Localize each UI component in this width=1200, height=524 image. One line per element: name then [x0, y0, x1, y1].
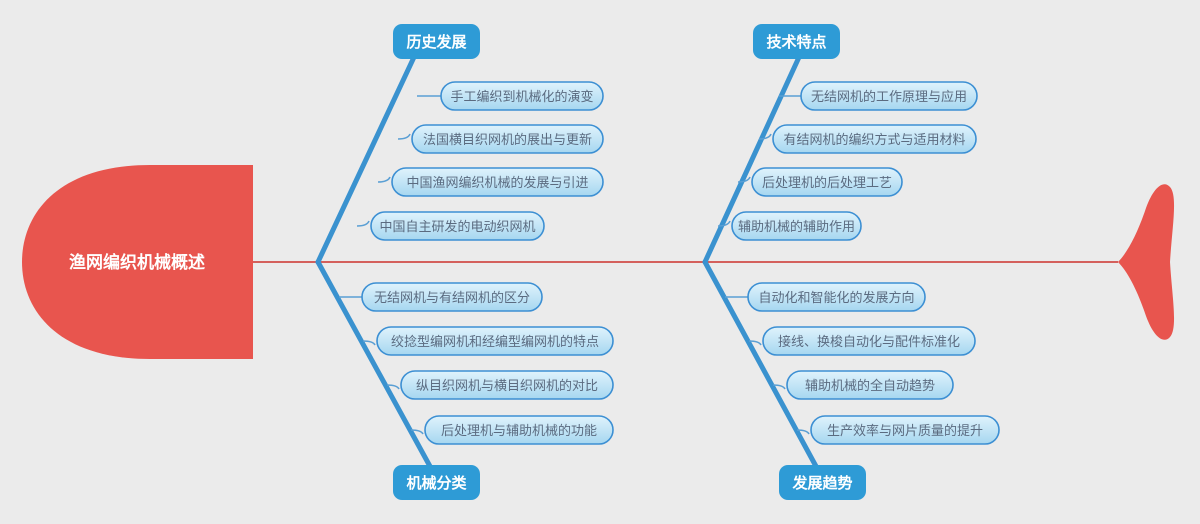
item-box-technology-2[interactable] — [772, 124, 977, 154]
category-label-trends: 发展趋势 — [791, 474, 852, 492]
fish-tail — [1118, 184, 1175, 340]
item-label-classification-3: 纵目织网机与横目织网机的对比 — [416, 378, 598, 393]
item-label-history-3: 中国渔网编织机械的发展与引进 — [406, 175, 588, 190]
item-trends-2[interactable]: 接线、换梭自动化与配件标准化 — [748, 326, 976, 356]
item-classification-3[interactable]: 纵目织网机与横目织网机的对比 — [386, 370, 614, 400]
category-label-classification: 机械分类 — [406, 474, 467, 492]
category-box-classification[interactable] — [393, 465, 480, 500]
rib-trends — [702, 259, 821, 473]
item-label-technology-2: 有结网机的编织方式与适用材料 — [783, 132, 965, 147]
item-history-3[interactable]: 中国渔网编织机械的发展与引进 — [377, 167, 604, 197]
category-history[interactable]: 历史发展 — [393, 24, 480, 59]
item-box-trends-3[interactable] — [786, 370, 954, 400]
item-box-trends-1[interactable] — [747, 282, 926, 312]
category-technology[interactable]: 技术特点 — [753, 24, 840, 59]
item-history-4[interactable]: 中国自主研发的电动织网机 — [356, 211, 545, 241]
branch-history: 历史发展 手工编织到机械化的演变 法国横目织网机的展出与更新 中国渔网编织机械的… — [315, 24, 604, 265]
item-label-history-2: 法国横目织网机的展出与更新 — [423, 132, 592, 147]
category-box-trends[interactable] — [779, 465, 866, 500]
category-trends[interactable]: 发展趋势 — [779, 465, 866, 500]
item-label-classification-4: 后处理机与辅助机械的功能 — [441, 423, 597, 438]
item-label-history-4: 中国自主研发的电动织网机 — [379, 219, 535, 234]
item-box-history-1[interactable] — [440, 81, 604, 111]
rib-history — [315, 52, 418, 265]
branch-trends: 发展趋势 自动化和智能化的发展方向 接线、换梭自动化与配件标准化 辅助机械的全自… — [702, 259, 1000, 500]
item-box-classification-3[interactable] — [400, 370, 614, 400]
fish-head-shape — [22, 165, 253, 359]
branch-technology: 技术特点 无结网机的工作原理与应用 有结网机的编织方式与适用材料 后处理机的后处… — [702, 24, 978, 265]
item-label-trends-2: 接线、换梭自动化与配件标准化 — [778, 334, 960, 349]
category-classification[interactable]: 机械分类 — [393, 465, 480, 500]
item-label-trends-3: 辅助机械的全自动趋势 — [805, 378, 935, 393]
category-box-technology[interactable] — [753, 24, 840, 59]
item-box-history-2[interactable] — [411, 124, 604, 154]
item-label-classification-1: 无结网机与有结网机的区分 — [374, 290, 530, 305]
category-label-technology: 技术特点 — [766, 33, 826, 51]
category-box-history[interactable] — [393, 24, 480, 59]
item-box-history-4[interactable] — [370, 211, 545, 241]
fish-tail-shape — [1118, 184, 1175, 340]
item-technology-4[interactable]: 辅助机械的辅助作用 — [717, 211, 862, 241]
item-classification-1[interactable]: 无结网机与有结网机的区分 — [339, 282, 543, 312]
item-box-trends-2[interactable] — [762, 326, 976, 356]
item-trends-4[interactable]: 生产效率与网片质量的提升 — [796, 415, 1000, 445]
item-history-2[interactable]: 法国横目织网机的展出与更新 — [397, 124, 604, 154]
item-label-trends-4: 生产效率与网片质量的提升 — [827, 423, 983, 438]
category-label-history: 历史发展 — [406, 33, 466, 51]
item-box-technology-4[interactable] — [731, 211, 862, 241]
item-classification-2[interactable]: 绞捻型编网机和经编型编网机的特点 — [362, 326, 614, 356]
item-trends-1[interactable]: 自动化和智能化的发展方向 — [725, 282, 926, 312]
item-label-technology-4: 辅助机械的辅助作用 — [738, 219, 855, 234]
item-technology-3[interactable]: 后处理机的后处理工艺 — [737, 167, 903, 197]
item-label-history-1: 手工编织到机械化的演变 — [450, 89, 593, 104]
item-history-1[interactable]: 手工编织到机械化的演变 — [417, 81, 604, 111]
item-trends-3[interactable]: 辅助机械的全自动趋势 — [772, 370, 954, 400]
item-box-classification-2[interactable] — [376, 326, 614, 356]
item-box-history-3[interactable] — [391, 167, 604, 197]
item-box-classification-1[interactable] — [361, 282, 543, 312]
item-label-technology-1: 无结网机的工作原理与应用 — [811, 89, 967, 104]
item-box-classification-4[interactable] — [424, 415, 614, 445]
rib-classification — [315, 259, 435, 473]
item-label-trends-1: 自动化和智能化的发展方向 — [758, 290, 914, 305]
central-title: 渔网编织机械概述 — [69, 252, 205, 272]
item-classification-4[interactable]: 后处理机与辅助机械的功能 — [410, 415, 614, 445]
item-technology-2[interactable]: 有结网机的编织方式与适用材料 — [758, 124, 977, 154]
rib-technology — [702, 52, 803, 265]
item-label-classification-2: 绞捻型编网机和经编型编网机的特点 — [391, 334, 599, 349]
item-label-technology-3: 后处理机的后处理工艺 — [762, 175, 892, 190]
fish-head: 渔网编织机械概述 — [22, 165, 253, 359]
item-box-technology-3[interactable] — [751, 167, 903, 197]
item-box-trends-4[interactable] — [810, 415, 1000, 445]
branch-classification: 机械分类 无结网机与有结网机的区分 绞捻型编网机和经编型编网机的特点 纵目织网机… — [315, 259, 614, 500]
item-technology-1[interactable]: 无结网机的工作原理与应用 — [779, 81, 978, 111]
item-box-technology-1[interactable] — [800, 81, 978, 111]
